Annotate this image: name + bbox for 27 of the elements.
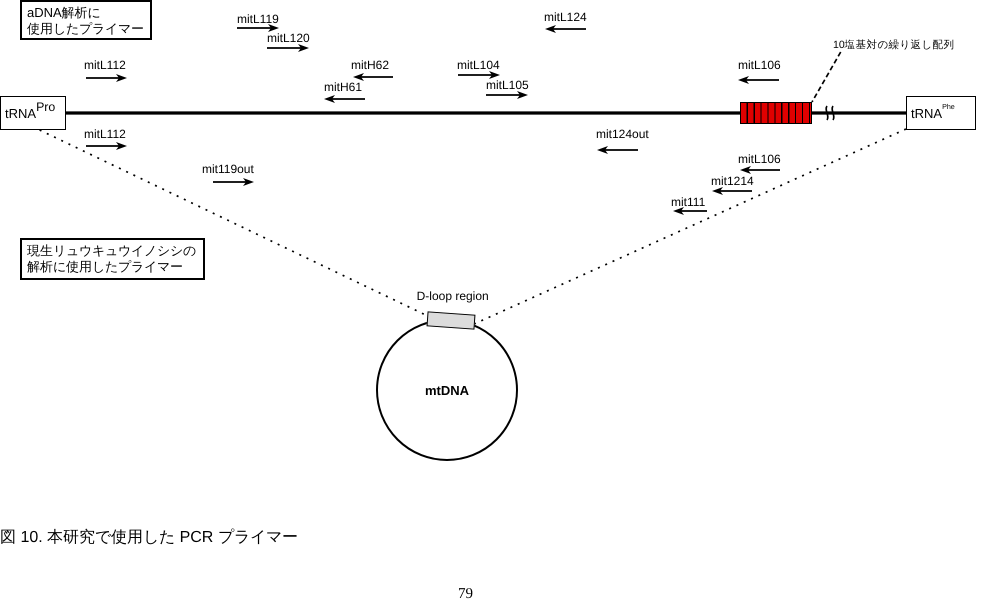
- note-box: 現生リュウキュウイノシシの解析に使用したプライマー: [20, 238, 205, 280]
- primer-label: mit119out: [202, 163, 254, 176]
- primer-label: mitL112: [84, 128, 126, 142]
- primer-label: mit124out: [596, 128, 649, 142]
- primer-label: mit1214: [711, 175, 754, 188]
- figure-caption: 図 10. 本研究で使用した PCR プライマー: [0, 528, 298, 548]
- dotted-line: [474, 128, 906, 324]
- primer-label: mitL112: [84, 59, 126, 72]
- primer-label: mitL104: [457, 59, 500, 72]
- primer-label: mitH61: [324, 81, 362, 94]
- strand-line: [66, 111, 740, 115]
- primer-label: mitL105: [486, 79, 529, 92]
- primer-label: mitH62: [351, 59, 390, 72]
- region-label: D-loop region: [416, 290, 489, 304]
- note-box: aDNA解析に使用したプライマー: [20, 0, 152, 40]
- leader-line: [811, 52, 842, 102]
- primer-label: mitL124: [544, 11, 587, 24]
- gene-box: tRNA$^{Phe}$: [906, 96, 976, 130]
- primer-label: mitL106: [738, 59, 781, 72]
- page-number: 79: [458, 586, 473, 602]
- primer-label: mitL119: [237, 13, 279, 26]
- primer-label: mitL106: [738, 153, 781, 166]
- strand-line: [812, 111, 906, 115]
- primer-label: mit111: [671, 196, 706, 210]
- primer-label: mitL120: [267, 32, 310, 46]
- repeat-block: [740, 102, 812, 124]
- callout-label: 10塩基対の繰り返し配列: [833, 39, 955, 52]
